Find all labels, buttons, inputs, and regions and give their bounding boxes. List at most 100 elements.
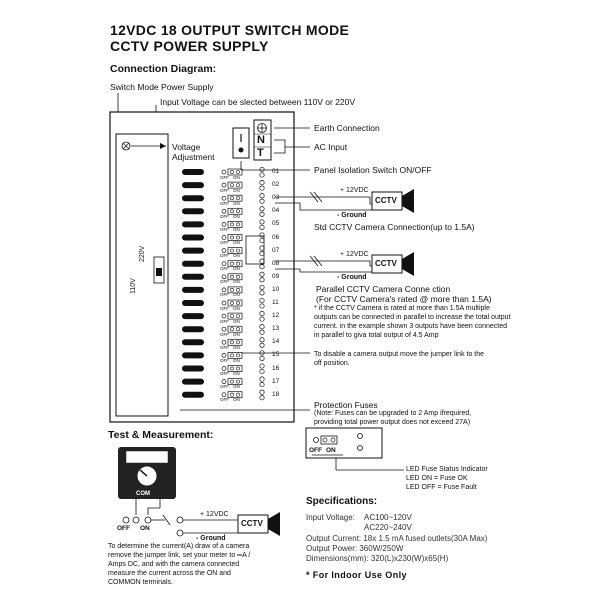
fuse	[182, 326, 204, 333]
test-plus-label: + 12VDC	[200, 511, 229, 518]
jumper-pin-off	[230, 170, 234, 174]
terminal-minus	[259, 395, 265, 401]
led-indicator	[221, 379, 227, 384]
fuse	[182, 339, 204, 346]
parallel-note-1: * if the CCTV Camera is rated at more th…	[314, 305, 490, 312]
output-row-08	[182, 258, 265, 270]
output-row-13	[182, 324, 265, 335]
jumper-link[interactable]	[227, 234, 243, 241]
inset-on-label: ON	[326, 447, 336, 454]
jumper-link[interactable]	[227, 325, 243, 333]
jumper-on-label: ON	[233, 344, 240, 350]
jumper-on-label: ON	[233, 174, 240, 180]
jumper-link[interactable]	[227, 194, 243, 202]
terminal-plus	[259, 324, 265, 330]
parallel-note-2: outputs can be connected in parallel to …	[314, 314, 511, 321]
jumper-link[interactable]	[227, 247, 243, 254]
output-row-16	[182, 363, 265, 375]
test-instructions-3: Amps DC, and with the camera connected	[108, 561, 240, 568]
jumper-off-label: OFF	[220, 397, 229, 403]
jumper-pin-off	[230, 274, 234, 279]
jumper-on-label: ON	[233, 253, 240, 259]
panel-isolation-label: Panel Isolation Switch ON/OFF	[314, 165, 432, 175]
jumper-off-label: OFF	[220, 226, 229, 232]
jumper-link[interactable]	[227, 260, 243, 268]
jumper-pin-on	[236, 183, 240, 188]
terminal-plus	[259, 311, 265, 317]
output-row-04	[182, 206, 265, 217]
jumper-pin-off	[230, 209, 234, 214]
jumper-pin-off	[230, 183, 234, 188]
spec-output-current: Output Current: 18x 1.5 mA fused outlets…	[306, 534, 488, 543]
jumper-off-label: OFF	[220, 331, 229, 337]
jumper-link[interactable]	[227, 391, 243, 399]
fuse	[182, 169, 204, 175]
psu-inner-panel	[115, 133, 169, 417]
voltage-adjustment-label-1: Voltage	[172, 142, 201, 152]
test-on-label: ON	[140, 525, 150, 532]
test-off-label: OFF	[117, 525, 130, 532]
page-title-line1: 12VDC 18 OUTPUT SWITCH MODE	[110, 22, 350, 38]
jumper-on-label: ON	[233, 279, 240, 285]
jumper-link[interactable]	[227, 207, 243, 215]
jumper-link[interactable]	[227, 221, 243, 228]
terminal-minus	[259, 290, 265, 296]
fuse-detail-inset	[305, 427, 383, 459]
led-indicator	[221, 248, 227, 253]
std-plus-label: + 12VDC	[340, 187, 369, 194]
jumper-link[interactable]	[227, 273, 243, 281]
jumper-off-label: OFF	[220, 318, 229, 324]
jumper-off-label: OFF	[220, 292, 229, 298]
disable-note-2: off position.	[314, 360, 350, 367]
jumper-link[interactable]	[227, 168, 243, 176]
earth-connection-label: Earth Connection	[314, 123, 380, 133]
test-ground-label: - Ground	[196, 535, 226, 542]
jumper-on-label: ON	[233, 187, 240, 193]
terminal-minus	[259, 277, 265, 283]
parallel-note-3: current. in the example shown 3 outputs …	[314, 323, 508, 330]
jumper-link[interactable]	[227, 181, 243, 189]
led-indicator	[221, 182, 227, 188]
output-row-06	[182, 232, 265, 244]
terminal-plus	[259, 271, 265, 277]
fuse	[182, 247, 204, 254]
output-row-18	[182, 389, 265, 401]
terminal-plus	[259, 337, 265, 343]
jumper-on-label: ON	[233, 200, 240, 206]
page-title-line2: CCTV POWER SUPPLY	[110, 38, 269, 54]
terminal-minus	[259, 316, 265, 322]
jumper-link[interactable]	[227, 338, 243, 346]
smps-label: Switch Mode Power Supply	[110, 82, 214, 92]
output-row-14	[182, 337, 265, 348]
parallel-caption-2: (For CCTV Camera's rated @ more than 1.5…	[316, 294, 492, 304]
output-number-12: 12	[272, 312, 280, 320]
jumper-link[interactable]	[227, 378, 243, 385]
jumper-pin-off	[230, 392, 234, 397]
output-number-18: 18	[272, 390, 280, 398]
jumper-on-label: ON	[233, 213, 240, 219]
fuse	[182, 300, 204, 306]
jumper-link[interactable]	[227, 365, 243, 372]
output-number-14: 14	[272, 338, 280, 346]
inset-off-label: OFF	[309, 447, 322, 454]
test-cctv-label: CCTV	[241, 519, 263, 528]
terminal-plus	[259, 297, 265, 304]
jumper-pin-on	[236, 301, 240, 305]
jumper-link[interactable]	[227, 312, 243, 320]
output-number-13: 13	[272, 325, 280, 333]
isolation-switch	[232, 127, 250, 159]
jumper-on-label: ON	[233, 384, 240, 390]
jumper-link[interactable]	[227, 286, 243, 294]
jumper-pin-off	[230, 366, 234, 371]
voltage-adjust-pot	[121, 141, 131, 151]
fuse	[182, 273, 204, 280]
jumper-pin-off	[230, 340, 234, 345]
jumper-pin-off	[230, 196, 234, 201]
jumper-pin-off	[230, 353, 234, 358]
jumper-link[interactable]	[227, 299, 243, 307]
led-indicator	[221, 353, 227, 358]
jumper-off-label: OFF	[220, 371, 229, 376]
specs-heading: Specifications:	[306, 496, 378, 507]
jumper-link[interactable]	[227, 352, 243, 359]
jumper-pin-on	[236, 340, 240, 345]
